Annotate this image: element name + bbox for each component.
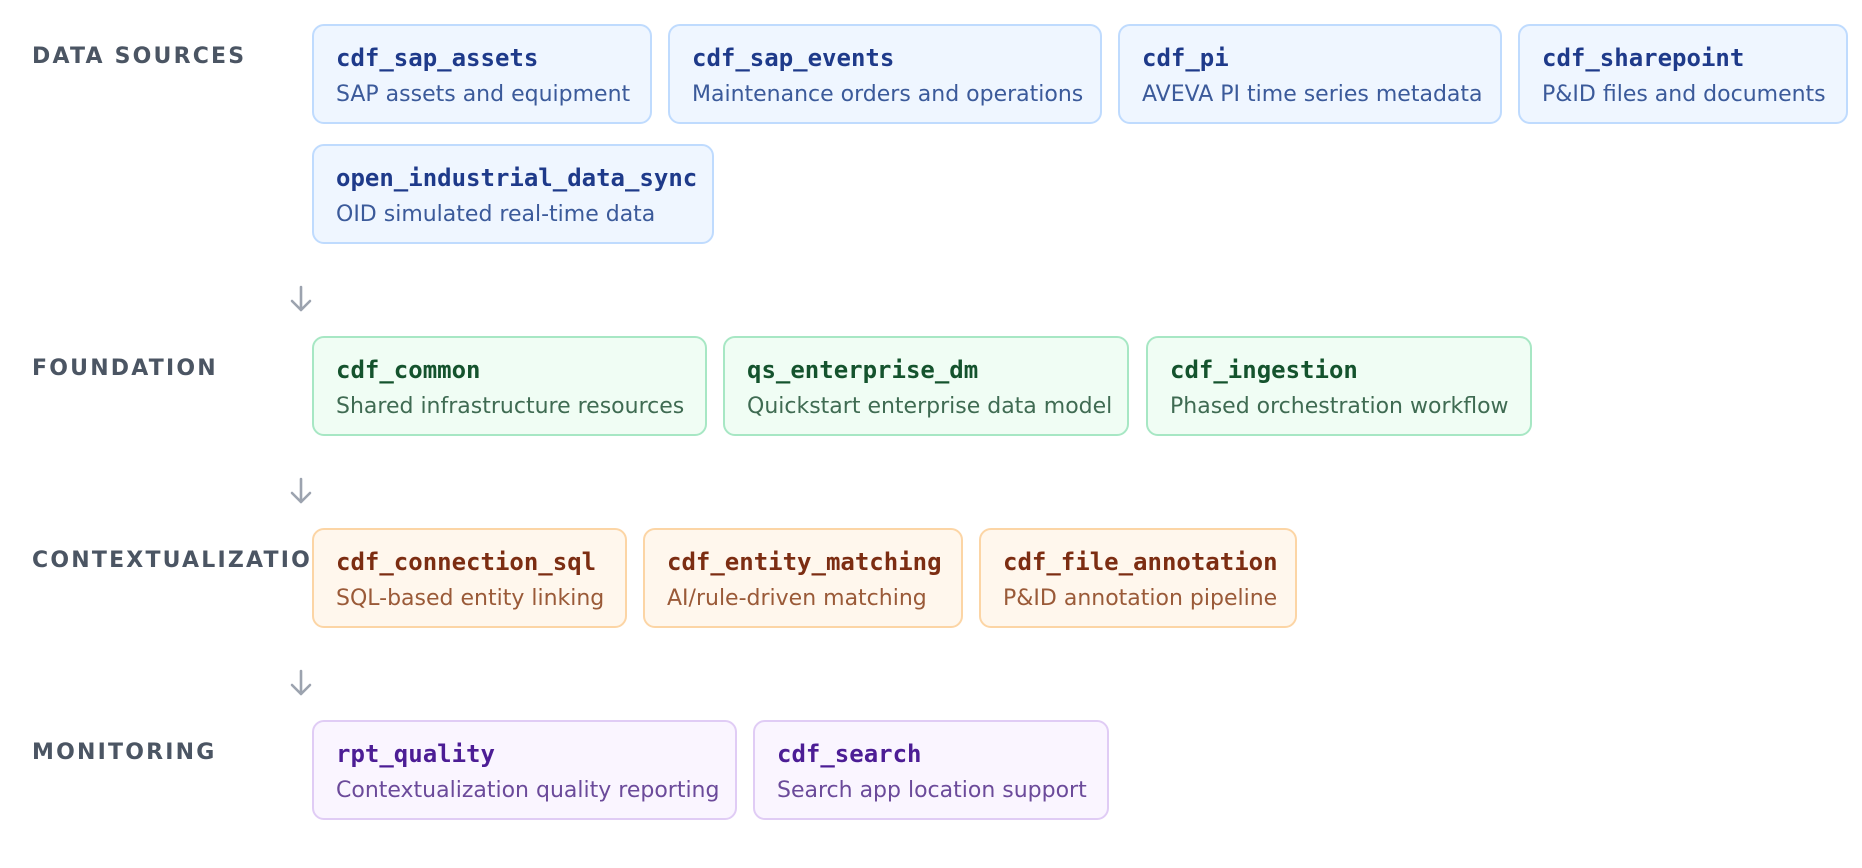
module-description: OID simulated real-time data: [336, 202, 656, 227]
module-card-cdf-pi: cdf_pi AVEVA PI time series metadata: [1118, 24, 1502, 124]
arrow-down-icon: [287, 668, 315, 698]
module-description: Search app location support: [777, 778, 1087, 803]
module-name: cdf_pi: [1142, 44, 1229, 72]
module-card-cdf-file-annotation: cdf_file_annotation P&ID annotation pipe…: [979, 528, 1297, 628]
module-card-cdf-connection-sql: cdf_connection_sql SQL-based entity link…: [312, 528, 627, 628]
module-card-cdf-ingestion: cdf_ingestion Phased orchestration workf…: [1146, 336, 1532, 436]
module-description: SAP assets and equipment: [336, 82, 631, 107]
module-card-qs-enterprise-dm: qs_enterprise_dm Quickstart enterprise d…: [723, 336, 1129, 436]
module-card-cdf-sap-assets: cdf_sap_assets SAP assets and equipment: [312, 24, 652, 124]
module-card-cdf-entity-matching: cdf_entity_matching AI/rule-driven match…: [643, 528, 963, 628]
module-name: cdf_sap_events: [692, 44, 895, 72]
arrow-down-icon: [287, 476, 315, 506]
module-name: cdf_common: [336, 356, 481, 384]
module-name: rpt_quality: [336, 740, 495, 768]
module-name: qs_enterprise_dm: [747, 356, 979, 384]
arrow-down-icon: [287, 284, 315, 314]
module-name: cdf_ingestion: [1170, 356, 1358, 384]
layer-label: DATA SOURCES: [32, 44, 247, 69]
module-name: cdf_search: [777, 740, 922, 768]
module-description: SQL-based entity linking: [336, 586, 605, 611]
module-card-rpt-quality: rpt_quality Contextualization quality re…: [312, 720, 737, 820]
module-card-cdf-sharepoint: cdf_sharepoint P&ID files and documents: [1518, 24, 1848, 124]
module-description: Phased orchestration workflow: [1170, 394, 1509, 419]
module-description: P&ID files and documents: [1542, 82, 1826, 107]
module-name: cdf_file_annotation: [1003, 548, 1278, 576]
layer-label: MONITORING: [32, 740, 217, 765]
module-description: Contextualization quality reporting: [336, 778, 720, 803]
layer-label: CONTEXTUALIZATION: [32, 548, 333, 573]
module-name: open_industrial_data_sync: [336, 164, 698, 192]
module-name: cdf_sap_assets: [336, 44, 539, 72]
module-name: cdf_sharepoint: [1542, 44, 1745, 72]
module-card-cdf-search: cdf_search Search app location support: [753, 720, 1109, 820]
module-name: cdf_entity_matching: [667, 548, 942, 576]
module-description: AVEVA PI time series metadata: [1142, 82, 1483, 107]
layer-label: FOUNDATION: [32, 356, 218, 381]
module-description: Maintenance orders and operations: [692, 82, 1084, 107]
module-card-cdf-common: cdf_common Shared infrastructure resourc…: [312, 336, 707, 436]
module-description: Shared infrastructure resources: [336, 394, 685, 419]
module-description: P&ID annotation pipeline: [1003, 586, 1278, 611]
module-card-open-industrial-data-sync: open_industrial_data_sync OID simulated …: [312, 144, 714, 244]
module-card-cdf-sap-events: cdf_sap_events Maintenance orders and op…: [668, 24, 1102, 124]
module-description: Quickstart enterprise data model: [747, 394, 1113, 419]
module-description: AI/rule-driven matching: [667, 586, 927, 611]
module-name: cdf_connection_sql: [336, 548, 597, 576]
